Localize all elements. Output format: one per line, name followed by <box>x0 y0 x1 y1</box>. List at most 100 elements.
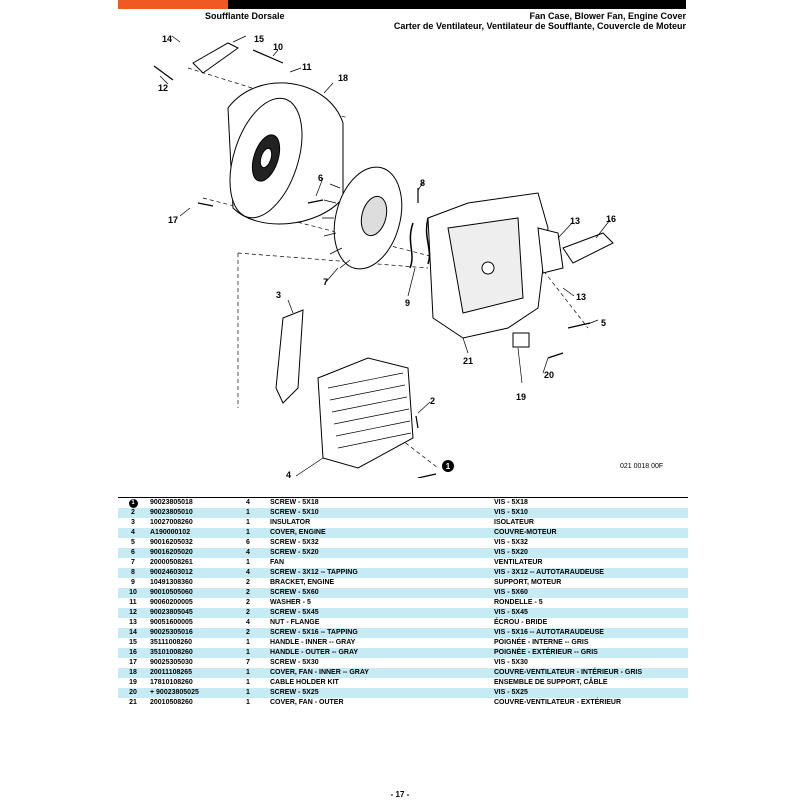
part-number: A190000102 <box>148 528 244 538</box>
part-ref: 12 <box>118 608 148 618</box>
part-number: 90023805010 <box>148 508 244 518</box>
outer-fan-cover <box>427 192 564 339</box>
part-ref: 10 <box>118 588 148 598</box>
cable-holder <box>512 332 530 348</box>
part-qty: 1 <box>244 528 268 538</box>
part-desc-english: NUT - FLANGE <box>270 619 320 626</box>
part-qty: 1 <box>246 559 250 566</box>
part-desc-english: SCREW - 3X12 -- TAPPING <box>268 568 492 578</box>
part-qty: 1 <box>244 668 268 678</box>
engine-bracket <box>409 222 414 269</box>
callout-5: 5 <box>601 318 606 328</box>
part-number: 35111008260 <box>150 639 193 646</box>
part-desc-english: HANDLE - INNER -- GRAY <box>270 639 356 646</box>
callout-6: 6 <box>318 173 323 183</box>
part-number: 20011108265 <box>148 668 244 678</box>
part-ref: 15 <box>129 639 137 646</box>
insulator <box>275 309 304 404</box>
part-number: 20000508261 <box>150 559 193 566</box>
part-ref: 14 <box>118 628 148 638</box>
part-qty: 2 <box>246 579 250 586</box>
title-english: Fan Case, Blower Fan, Engine Cover <box>529 11 686 21</box>
header-bar <box>118 0 686 9</box>
part-number: 90024603012 <box>148 568 244 578</box>
figure-code: 021 0018 00F <box>620 463 663 470</box>
part-desc-french: POIGNÉE - EXTÉRIEUR -- GRIS <box>492 648 688 658</box>
part-number: 20010508260 <box>150 699 193 706</box>
part-desc-french: VIS - 5X20 <box>492 548 688 558</box>
part-ref: 16 <box>118 648 148 658</box>
part-ref: 7 <box>131 559 135 566</box>
part-number: 90025305016 <box>148 628 244 638</box>
part-qty: 4 <box>246 619 250 626</box>
brand-accent <box>118 0 228 9</box>
callout-1-marker <box>442 460 454 472</box>
part-desc-french: SUPPORT, MOTEUR <box>494 579 562 586</box>
part-desc-english: CABLE HOLDER KIT <box>270 679 339 686</box>
part-number: 10027008260 <box>150 519 193 526</box>
part-ref: 18 <box>118 668 148 678</box>
part-desc-french: VENTILATEUR <box>494 559 543 566</box>
part-desc-english: SCREW - 5X25 <box>268 688 492 698</box>
part-desc-english: HANDLE - OUTER -- GRAY <box>268 648 492 658</box>
callout-2: 2 <box>430 396 435 406</box>
part-number: 90025305030 <box>150 659 193 666</box>
part-number: 17810108260 <box>150 679 193 686</box>
part-desc-english: COVER, FAN - OUTER <box>270 699 344 706</box>
part-qty: 7 <box>246 659 250 666</box>
inner-fan-cover <box>227 82 344 225</box>
part-ref: 20 <box>118 688 148 698</box>
callout-9: 9 <box>405 298 410 308</box>
callout-12: 12 <box>158 83 168 93</box>
part-ref: 21 <box>129 699 137 706</box>
part-qty: 2 <box>244 628 268 638</box>
part-desc-english: INSULATOR <box>270 519 311 526</box>
part-desc-french: VIS - 5X10 <box>492 508 688 518</box>
part-desc-french: VIS - 5X45 <box>492 608 688 618</box>
part-desc-english: SCREW - 5X10 <box>268 508 492 518</box>
callout-8: 8 <box>420 178 425 188</box>
part-desc-english: SCREW - 5X32 <box>270 539 319 546</box>
part-desc-french: VIS - 5X60 <box>492 588 688 598</box>
engine-cover <box>317 357 414 469</box>
part-ref: 9 <box>131 579 135 586</box>
callout-1: 1 <box>446 462 451 471</box>
callout-13b: 13 <box>576 292 586 302</box>
part-ref: 13 <box>129 619 137 626</box>
table-row: 21 20010508260 1 COVER, FAN - OUTER COUVRE-V… <box>118 698 688 708</box>
part-number: 90016205020 <box>148 548 244 558</box>
callout-4: 4 <box>286 470 291 478</box>
page-title-english-french: Fan Case, Blower Fan, Engine Cover Carte… <box>394 11 686 31</box>
part-desc-english: FAN <box>270 559 284 566</box>
part-desc-french: VIS - 5X18 <box>492 497 688 508</box>
callout-3: 3 <box>276 290 281 300</box>
part-ref: 4 <box>118 528 148 538</box>
part-number: 90010505060 <box>148 588 244 598</box>
part-desc-english: SCREW - 5X20 <box>268 548 492 558</box>
part-desc-english: COVER, FAN - INNER -- GRAY <box>268 668 492 678</box>
part-desc-english: BRACKET, ENGINE <box>270 579 335 586</box>
table-row: 7 20000508261 1 FAN VENTILATEUR <box>118 558 688 568</box>
part-qty: 1 <box>244 508 268 518</box>
callout-13a: 13 <box>570 216 580 226</box>
part-desc-french: VIS - 5X16 -- AUTOTARAUDEUSE <box>492 628 688 638</box>
part-desc-french: RONDELLE - 5 <box>494 599 543 606</box>
part-number: 90023805018 <box>148 497 244 508</box>
part-desc-french: POIGNÉE - INTERNE -- GRIS <box>494 639 589 646</box>
part-qty: 1 <box>246 699 250 706</box>
part-qty: 1 <box>246 639 250 646</box>
part-ref: 5 <box>131 539 135 546</box>
part-desc-french: COUVRE-VENTILATEUR - EXTÉRIEUR <box>494 699 622 706</box>
part-desc-english: COVER, ENGINE <box>268 528 492 538</box>
